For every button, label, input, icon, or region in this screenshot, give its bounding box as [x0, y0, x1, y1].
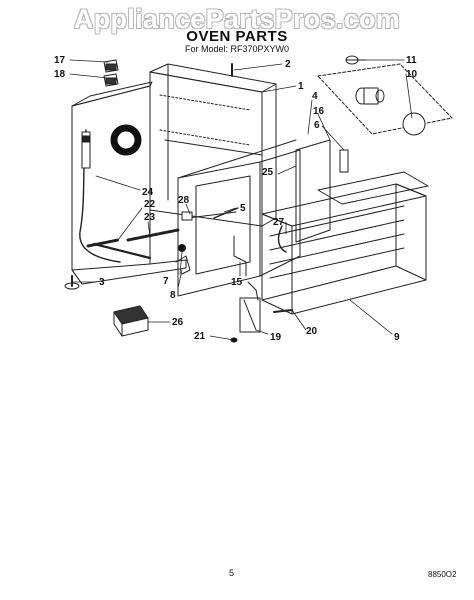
- screw-part-20: [273, 309, 293, 313]
- part-label: 7: [163, 276, 169, 287]
- part-label: 21: [194, 331, 206, 342]
- part-number-labels: 17 18 2 1 11 10 4 16 6 25 24 22 23 28 5 …: [54, 55, 418, 343]
- oven-rack-part-9: [261, 171, 429, 315]
- part-label: 4: [312, 91, 318, 102]
- light-bulb-part-11: [345, 55, 367, 65]
- safety-valve-part-19: [239, 281, 261, 333]
- rack-guide-part-27: [277, 225, 287, 253]
- part-label: 25: [262, 167, 274, 178]
- part-label: 24: [142, 187, 154, 198]
- part-label: 5: [240, 203, 246, 214]
- watermark-logo: AppliancePartsPros.com: [73, 4, 401, 34]
- part-label: 19: [270, 332, 282, 343]
- leveling-leg-part-3: [64, 275, 80, 290]
- part-label: 18: [54, 69, 66, 80]
- pin-part-6: [339, 149, 349, 173]
- model-subtitle: For Model: RF370PXYW0: [184, 44, 290, 54]
- page-number: 5: [229, 568, 235, 578]
- part-label: 17: [54, 55, 66, 66]
- broil-burner-part-22: [86, 238, 120, 248]
- part-label: 27: [273, 217, 285, 228]
- oven-light-socket-part-10: [317, 63, 453, 135]
- burner-bracket-part-28: [181, 211, 237, 221]
- part-label: 22: [144, 199, 156, 210]
- oven-side-panel: [71, 81, 187, 285]
- oven-back-panel: [149, 63, 277, 227]
- spark-electrode-part-5: [213, 207, 239, 219]
- part-label: 6: [314, 120, 320, 131]
- part-label: 9: [394, 332, 400, 343]
- part-label: 8: [170, 290, 176, 301]
- oven-front-frame: [177, 139, 301, 297]
- part-label: 10: [406, 69, 418, 80]
- oven-burner-box-part-26: [113, 305, 149, 337]
- diagram-title: OVEN PARTS: [186, 28, 288, 45]
- oven-light-lens-part-10: [402, 112, 426, 136]
- wiring-harness: [79, 129, 152, 263]
- oven-sensor-part-17: [103, 59, 119, 73]
- oven-vent-cutout: [110, 124, 142, 156]
- part-label: 23: [144, 212, 156, 223]
- front-brace-part-16: [295, 139, 331, 243]
- leader-lines: [69, 59, 413, 341]
- part-label: 11: [406, 55, 417, 66]
- part-label: 2: [285, 59, 291, 70]
- igniter-part-7: [178, 244, 186, 252]
- document-code: 8850O2: [428, 570, 457, 579]
- oven-sensor-part-18: [103, 73, 119, 87]
- part-label: 1: [298, 81, 304, 92]
- part-label: 26: [172, 317, 184, 328]
- part-label: 28: [178, 195, 190, 206]
- gas-line-part-15: [233, 235, 247, 277]
- part-label: 20: [306, 326, 318, 337]
- part-label: 3: [99, 277, 105, 288]
- bake-burner-part-23: [126, 228, 180, 242]
- part-label: 15: [231, 277, 243, 288]
- part-label: 16: [313, 106, 325, 117]
